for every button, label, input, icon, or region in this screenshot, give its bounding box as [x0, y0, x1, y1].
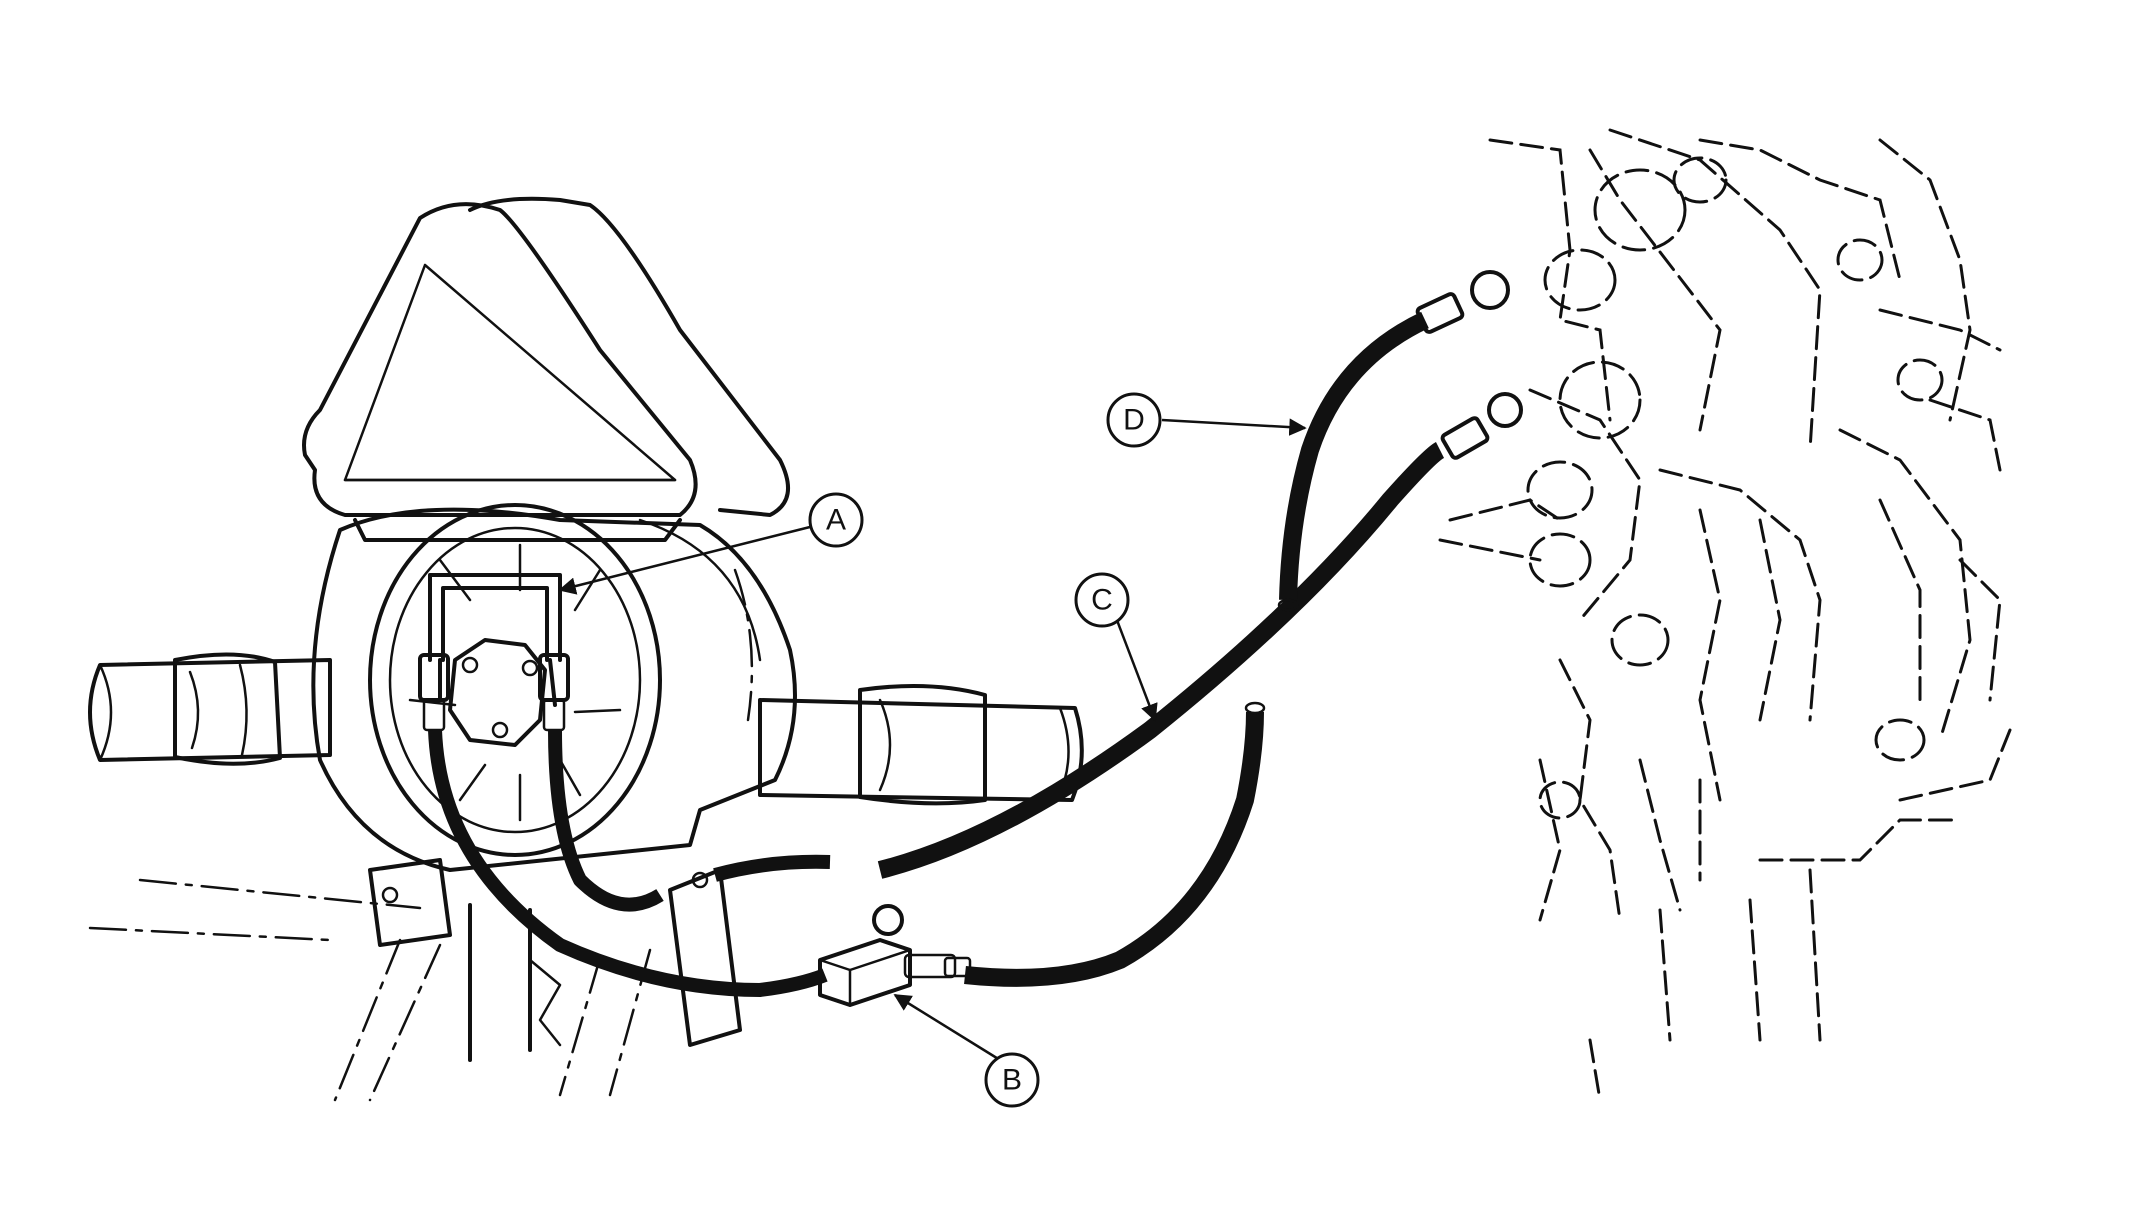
callout-a-label: A	[826, 504, 846, 537]
callout-d-label: D	[1123, 404, 1145, 437]
callout-c: C	[1074, 572, 1130, 628]
callout-c-label: C	[1091, 584, 1113, 617]
manifold-block	[818, 904, 972, 1007]
hoses	[428, 270, 1523, 997]
axle-shaft-right	[758, 684, 1084, 806]
callout-leaders	[558, 418, 1307, 1062]
callout-b: B	[984, 1052, 1040, 1108]
motor-housing	[311, 503, 797, 872]
tube-loop	[418, 573, 570, 732]
hydraulic-motor	[438, 638, 557, 747]
warning-triangle-sign	[302, 196, 790, 542]
axle-shaft-left	[88, 652, 332, 766]
callout-a: A	[808, 492, 864, 548]
callout-d: D	[1106, 392, 1162, 448]
control-valve-assembly	[1438, 128, 2012, 1102]
callout-b-label: B	[1002, 1064, 1022, 1097]
